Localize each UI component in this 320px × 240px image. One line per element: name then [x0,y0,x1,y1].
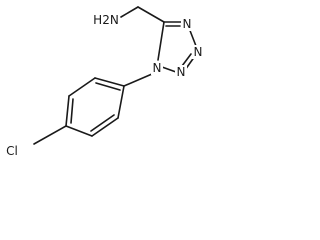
bond-n3-n2-double [181,53,192,67]
bond-ring-a [94,77,125,87]
bond-ring-c-double [70,98,74,124]
atom-n4: N [181,17,193,31]
bond-amine-ch2 [120,6,139,18]
atom-label-n1: N [153,61,162,75]
bonds [33,6,197,145]
bond-n2-n1 [161,66,177,73]
atom-chlorine: Cl [2,143,22,158]
atom-label-chlorine: Cl [6,144,18,158]
atom-labels: H2N N N N N Cl [2,12,204,158]
atom-n2: N [175,65,187,79]
bond-ring-f [117,85,125,119]
bond-ring-c [65,95,70,127]
bond-ring-e [91,117,119,137]
bond-c-cl [33,125,67,145]
atom-n1: N [151,61,163,75]
atom-label-amine: H2N [93,13,119,27]
structure-drawing: H2N N N N N Cl [2,6,204,158]
atom-n3: N [192,45,204,59]
bond-n1-ipso [123,73,153,87]
bond-ring-d [65,125,93,137]
bond-n1-c5 [157,21,165,61]
bond-ring-e-double [90,114,115,132]
atom-amine: H2N [92,12,120,27]
atom-label-n2: N [177,65,186,79]
atom-label-n3: N [194,45,203,59]
bond-ring-b [68,77,96,97]
bond-ring-a-double [95,82,121,91]
bond-ch2-c5 [137,6,165,23]
atom-label-n4: N [183,17,192,31]
